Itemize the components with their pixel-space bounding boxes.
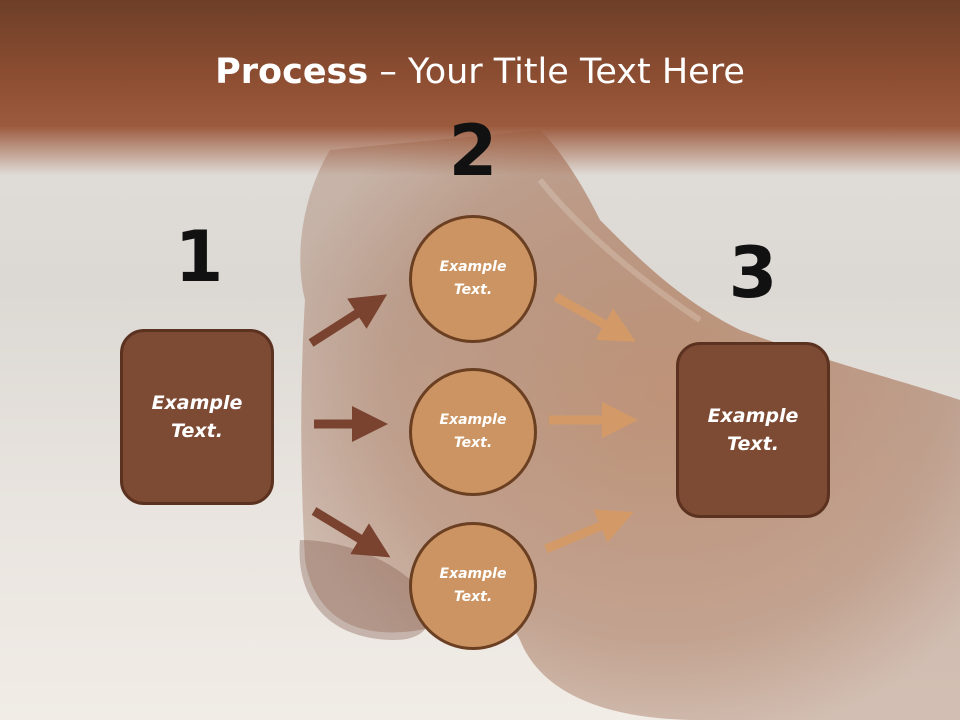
arrow-left-to-top [308,294,388,347]
left-box-text: Example Text. [151,391,243,443]
arrow-bottom-to-right [544,509,634,554]
circle-top: Example Text. [409,215,537,343]
step-number-2: 2 [448,110,498,192]
title-band [0,0,960,175]
arrow-top-to-right [553,293,636,342]
arrow-left-to-bottom [311,507,391,558]
circle-top-text: Example Text. [439,258,507,298]
left-text-box: Example Text. [120,329,274,505]
title-bold: Process [215,52,369,92]
step-number-1: 1 [174,216,224,298]
title-rest: – Your Title Text Here [368,52,745,92]
circle-bottom-text: Example Text. [439,565,507,605]
circle-middle: Example Text. [409,368,537,496]
right-box-text: Example Text. [707,404,799,456]
slide-title: Process – Your Title Text Here [0,52,960,92]
circle-middle-text: Example Text. [439,411,507,451]
right-text-box: Example Text. [676,342,830,518]
circle-bottom: Example Text. [409,522,537,650]
step-number-3: 3 [728,232,778,314]
